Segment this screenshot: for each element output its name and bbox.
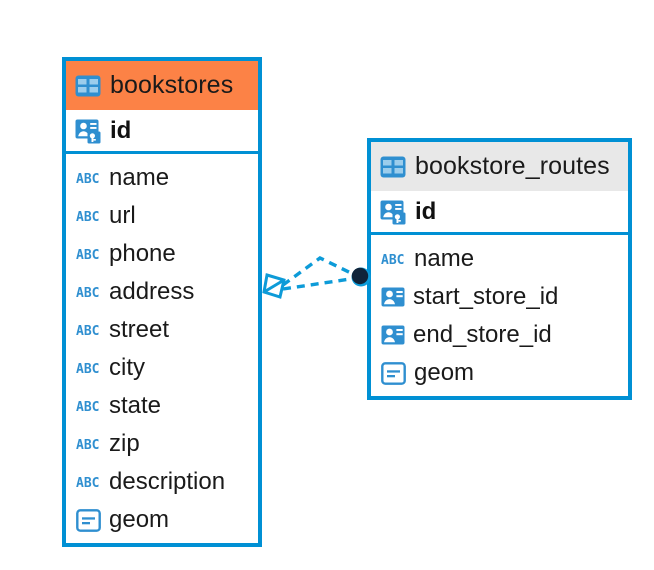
- entity-bookstores[interactable]: bookstores id ABC name: [62, 57, 262, 547]
- primary-key-icon: [380, 200, 406, 224]
- column-label: description: [109, 468, 226, 495]
- column-row[interactable]: ABC phone: [66, 235, 258, 273]
- foreign-key-icon: [381, 287, 405, 307]
- table-icon: [380, 156, 406, 177]
- entity-primary-key-row[interactable]: id: [66, 110, 258, 154]
- geometry-type-icon: [381, 361, 406, 385]
- column-row[interactable]: geom: [66, 501, 258, 539]
- column-label: name: [109, 164, 170, 191]
- column-row[interactable]: ABC city: [66, 349, 258, 387]
- relationship-line-lower: [282, 276, 358, 291]
- column-row[interactable]: ABC url: [66, 197, 258, 235]
- svg-text:ABC: ABC: [76, 324, 99, 338]
- text-type-icon: ABC: [76, 438, 99, 452]
- svg-text:ABC: ABC: [76, 210, 99, 224]
- svg-text:ABC: ABC: [76, 286, 99, 300]
- column-label: address: [109, 278, 195, 305]
- geometry-type-icon: [76, 508, 101, 532]
- text-type-icon: ABC: [76, 400, 99, 414]
- column-label: geom: [109, 506, 170, 533]
- svg-text:ABC: ABC: [76, 172, 99, 186]
- text-type-icon: ABC: [76, 476, 99, 490]
- text-type-icon: ABC: [76, 324, 99, 338]
- column-label: state: [109, 392, 162, 419]
- svg-text:ABC: ABC: [76, 248, 99, 262]
- text-type-icon: ABC: [76, 210, 99, 224]
- column-row[interactable]: geom: [371, 354, 628, 392]
- primary-key-icon: [75, 119, 101, 143]
- column-label: start_store_id: [413, 283, 559, 310]
- crows-foot-marker: [262, 273, 286, 299]
- column-label: geom: [414, 359, 475, 386]
- primary-key-label: id: [415, 197, 437, 225]
- column-label: street: [109, 316, 170, 343]
- column-label: name: [414, 245, 475, 272]
- entity-columns-bookstore-routes: ABC name start_store_id: [371, 235, 628, 397]
- text-type-icon: ABC: [76, 172, 99, 186]
- svg-text:ABC: ABC: [76, 476, 99, 490]
- column-label: zip: [109, 430, 140, 457]
- relationship-line-upper: [281, 256, 358, 287]
- text-type-icon: ABC: [76, 362, 99, 376]
- column-row[interactable]: ABC description: [66, 463, 258, 501]
- text-type-icon: ABC: [76, 286, 99, 300]
- entity-title: bookstore_routes: [415, 152, 610, 180]
- entity-title: bookstores: [110, 71, 234, 99]
- column-row[interactable]: start_store_id: [371, 278, 628, 316]
- entity-header-bookstores[interactable]: bookstores: [66, 61, 258, 110]
- svg-text:ABC: ABC: [76, 362, 99, 376]
- column-label: url: [109, 202, 136, 229]
- column-label: end_store_id: [413, 321, 552, 348]
- column-row[interactable]: ABC address: [66, 273, 258, 311]
- column-row[interactable]: ABC zip: [66, 425, 258, 463]
- text-type-icon: ABC: [381, 253, 404, 267]
- column-row[interactable]: ABC name: [371, 240, 628, 278]
- primary-key-label: id: [110, 116, 132, 144]
- entity-bookstore-routes[interactable]: bookstore_routes id ABC nam: [367, 138, 632, 400]
- entity-columns-bookstores: ABC name ABC url ABC phone AB: [66, 154, 258, 544]
- entity-primary-key-row[interactable]: id: [371, 191, 628, 235]
- column-label: phone: [109, 240, 176, 267]
- svg-text:ABC: ABC: [76, 400, 99, 414]
- text-type-icon: ABC: [76, 248, 99, 262]
- column-row[interactable]: ABC street: [66, 311, 258, 349]
- foreign-key-icon: [381, 325, 405, 345]
- column-row[interactable]: end_store_id: [371, 316, 628, 354]
- svg-text:ABC: ABC: [76, 438, 99, 452]
- column-label: city: [109, 354, 145, 381]
- table-icon: [75, 75, 101, 96]
- entity-header-bookstore-routes[interactable]: bookstore_routes: [371, 142, 628, 191]
- column-row[interactable]: ABC name: [66, 159, 258, 197]
- column-row[interactable]: ABC state: [66, 387, 258, 425]
- svg-text:ABC: ABC: [381, 253, 404, 267]
